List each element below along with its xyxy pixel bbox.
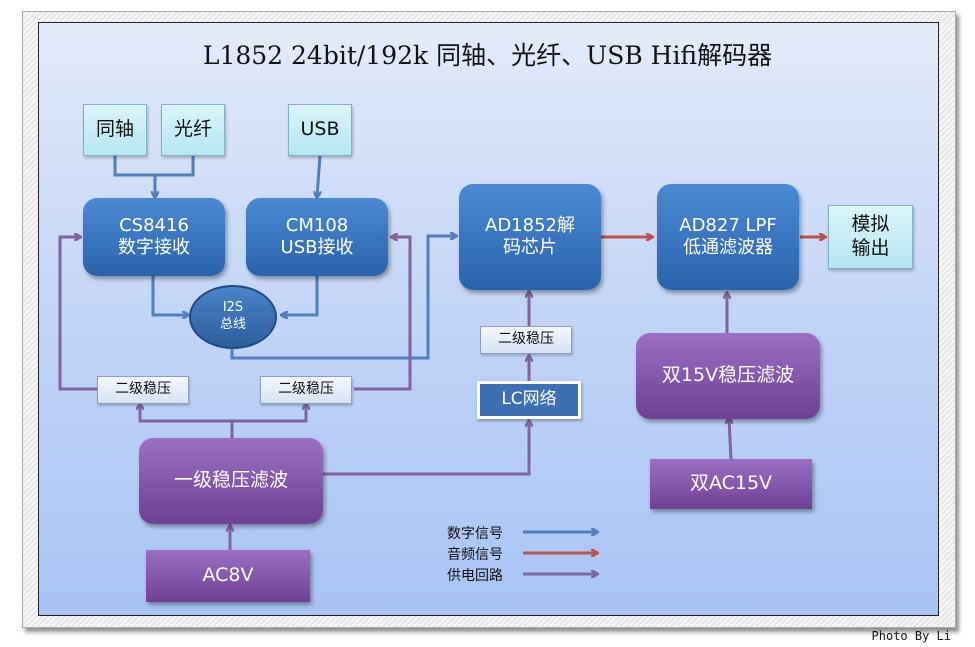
block-cs8416-line2: 数字接收 <box>118 237 190 258</box>
input-coax: 同轴 <box>83 104 147 156</box>
block-regulator2-dac-label: 二级稳压 <box>498 331 554 348</box>
legend-digital-label: 数字信号 <box>447 526 503 542</box>
wire-reg1-lc <box>323 421 529 476</box>
block-analog-output-line2: 输出 <box>851 237 890 259</box>
block-cm108-line2: USB接收 <box>280 237 354 258</box>
diagram-title: L1852 24bit/192k 同轴、光纤、USB Hifi解码器 <box>202 41 773 70</box>
block-lc-network-label: LC网络 <box>501 389 557 410</box>
block-regulator2-dac: 二级稳压 <box>480 326 572 354</box>
block-analog-output-line1: 模拟 <box>851 213 890 236</box>
block-i2s-line1: I2S <box>222 300 244 316</box>
block-ad1852: AD1852解 码芯片 <box>459 184 601 290</box>
input-usb: USB <box>288 104 352 156</box>
block-analog-output: 模拟 输出 <box>828 205 913 269</box>
block-cm108-line1: CM108 <box>285 214 349 236</box>
wire-cs8416-i2s <box>151 275 188 315</box>
wire-i2s-ad1852 <box>230 236 456 360</box>
wire-ac15v-dual15v <box>729 418 731 461</box>
block-regulator2-left: 二级稳压 <box>97 376 189 404</box>
block-cs8416: CS8416 数字接收 <box>83 198 225 276</box>
block-regulator2-left-label: 二级稳压 <box>115 381 171 398</box>
block-ad1852-line1: AD1852解 <box>485 214 575 236</box>
block-dual15v-label: 双15V稳压滤波 <box>661 364 795 387</box>
block-cm108: CM108 USB接收 <box>246 198 388 276</box>
input-usb-label: USB <box>300 118 340 141</box>
legend-audio-label: 音频信号 <box>447 547 503 563</box>
block-i2s-bus: I2S 总线 <box>189 285 277 349</box>
wire-coax-cs8416 <box>113 156 155 197</box>
block-regulator1-filter: 一级稳压滤波 <box>139 438 323 524</box>
wire-optical-cs8416 <box>155 156 195 177</box>
block-ad827-line2: 低通滤波器 <box>683 237 773 258</box>
block-ad1852-line2: 码芯片 <box>503 237 557 258</box>
block-dual-ac15v-label: 双AC15V <box>689 472 773 495</box>
block-regulator1-label: 一级稳压滤波 <box>173 469 288 492</box>
block-ac8v: AC8V <box>146 550 310 602</box>
wire-cm108-i2s <box>282 275 319 315</box>
wire-reg2mid-cm108 <box>354 237 412 391</box>
input-optical: 光纤 <box>161 104 225 156</box>
block-lc-network: LC网络 <box>477 381 581 419</box>
block-ad827-line1: AD827 LPF <box>679 214 777 236</box>
legend-power-label: 供电回路 <box>447 568 503 584</box>
wire-usb-cm108 <box>317 155 322 197</box>
block-i2s-line2: 总线 <box>219 317 246 332</box>
block-regulator2-mid: 二级稳压 <box>260 376 352 404</box>
wire-reg1-reg2mid <box>232 404 306 423</box>
block-ad827-lpf: AD827 LPF 低通滤波器 <box>657 184 799 290</box>
block-regulator2-mid-label: 二级稳压 <box>278 381 334 398</box>
block-cs8416-line1: CS8416 <box>119 214 189 236</box>
block-dual-ac15v: 双AC15V <box>650 459 812 509</box>
input-optical-label: 光纤 <box>173 118 212 141</box>
wire-reg1-reg2left <box>140 404 234 438</box>
block-dual15v-regulator: 双15V稳压滤波 <box>636 333 820 419</box>
wire-reg2left-cs8416 <box>58 237 97 391</box>
input-coax-label: 同轴 <box>95 118 134 141</box>
photo-credit: Photo By Li <box>871 629 951 643</box>
block-ac8v-label: AC8V <box>202 564 254 587</box>
